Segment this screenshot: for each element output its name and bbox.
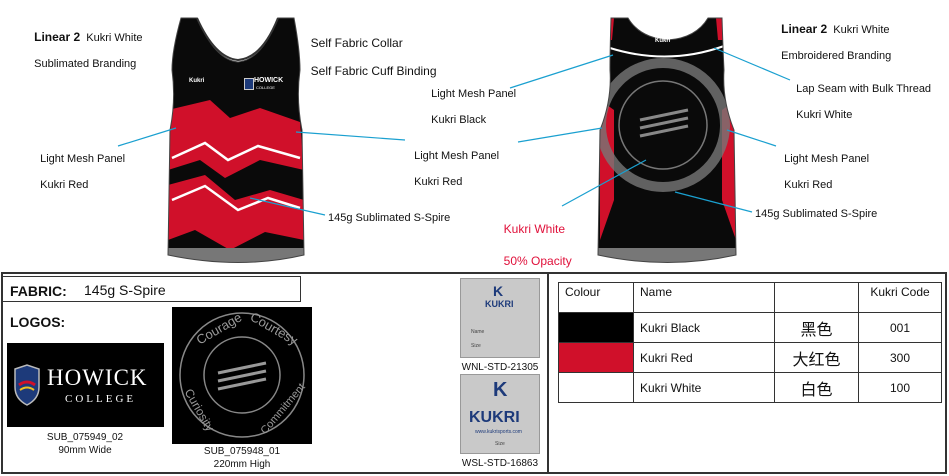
howick-logo-sub: COLLEGE <box>65 393 137 405</box>
tag2-brand: KUKRI <box>469 409 520 426</box>
back-mesh-right-line1: Light Mesh Panel <box>784 153 870 165</box>
annotation-lines <box>117 47 791 216</box>
colour-swatch <box>558 372 634 403</box>
crest-code: SUB_075948_01 <box>203 446 281 457</box>
back-mesh-black-line2: Kukri Black <box>431 114 487 126</box>
colour-code: 001 <box>858 312 942 343</box>
front-vest <box>168 18 304 263</box>
center-mesh-line2: Kukri Red <box>414 176 463 188</box>
opacity-note: Kukri White 50% Opacity <box>497 205 572 269</box>
garment-illustrations <box>117 17 791 263</box>
center-mesh-line1: Light Mesh Panel <box>414 150 500 162</box>
colour-name: Kukri Red <box>633 342 775 373</box>
front-mesh-left-line1: Light Mesh Panel <box>40 153 126 165</box>
howick-code: SUB_075949_02 <box>46 432 124 443</box>
header-name: Name <box>633 282 775 313</box>
howick-size: 90mm Wide <box>58 445 112 456</box>
collar-note: Self Fabric Collar Self Fabric Cuff Bind… <box>304 22 437 78</box>
front-branding-line2: Sublimated Branding <box>34 58 137 70</box>
colour-swatch <box>558 342 634 373</box>
colour-cn-name: 大红色 <box>774 342 859 373</box>
howick-shield-icon <box>14 364 40 406</box>
front-school-crest <box>244 78 254 90</box>
back-branding-line1: Kukri White <box>833 24 890 36</box>
front-mesh-left-note: Light Mesh Panel Kukri Red <box>34 140 125 192</box>
tag1-caption: WNL-STD-21305 <box>461 362 539 373</box>
front-kukri-logo: Kukri <box>189 78 205 84</box>
lap-seam-line2: Kukri White <box>796 109 853 121</box>
front-school-sub: COLLEGE <box>256 85 275 90</box>
back-branding-note: Linear 2 Kukri White Embroidered Brandin… <box>775 10 891 63</box>
crest-circle-icon <box>179 312 305 438</box>
colour-swatch <box>558 312 634 343</box>
colour-cn-name: 白色 <box>774 372 859 403</box>
crest-size: 220mm High <box>213 459 271 470</box>
howick-logo-name: HOWICK <box>47 365 148 390</box>
table-row: Kukri Red 大红色 300 <box>558 342 942 373</box>
back-branding-title: Linear 2 <box>781 22 828 36</box>
back-fabric-note: 145g Sublimated S-Spire <box>755 208 878 220</box>
opacity-line2: 50% Opacity <box>503 254 572 268</box>
header-blank <box>774 282 859 313</box>
colour-table-header: Colour Name Kukri Code <box>558 282 942 313</box>
front-mesh-left-line2: Kukri Red <box>40 179 89 191</box>
tag1-kukri-icon: K <box>493 283 504 299</box>
back-mesh-right-note: Light Mesh Panel Kukri Red <box>778 140 869 192</box>
front-fabric-note: 145g Sublimated S-Spire <box>328 212 451 224</box>
fabric-box <box>3 276 301 302</box>
colour-name: Kukri Black <box>633 312 775 343</box>
crest-caption: SUB_075948_01 220mm High <box>172 445 312 471</box>
collar-line1: Self Fabric Collar <box>310 36 403 50</box>
front-branding-line1: Kukri White <box>86 32 143 44</box>
front-branding-note: Linear 2 Kukri White Sublimated Branding <box>28 18 143 71</box>
header-code: Kukri Code <box>858 282 942 313</box>
colour-cn-name: 黑色 <box>774 312 859 343</box>
spec-frame <box>1 272 947 474</box>
values-crest-logo: Courage Courtesy Commitment Curiosity <box>172 307 312 444</box>
tag2-url: www.kukrisports.com <box>475 429 522 435</box>
neck-label-tag: K KUKRI Name Size <box>460 278 540 358</box>
colour-code: 100 <box>858 372 942 403</box>
front-school-name: HOWICK <box>254 77 284 84</box>
collar-line2: Self Fabric Cuff Binding <box>310 64 437 78</box>
back-kukri-logo: Kukri <box>655 38 671 44</box>
howick-college-logo: HOWICK COLLEGE <box>7 343 164 427</box>
back-mesh-black-note: Light Mesh Panel Kukri Black <box>425 75 516 127</box>
tag1-name-label: Name <box>471 329 485 335</box>
tag1-brand: KUKRI <box>485 299 514 309</box>
spec-column-divider <box>547 274 549 474</box>
howick-caption: SUB_075949_02 90mm Wide <box>17 431 153 457</box>
size-label-tag: K KUKRI www.kukrisports.com Size <box>460 374 540 454</box>
front-red-band-1 <box>168 100 304 178</box>
back-branding-line2: Embroidered Branding <box>781 50 892 62</box>
front-white-zigzag-1 <box>171 141 301 162</box>
tag2-size-label: Size <box>495 441 505 447</box>
lap-seam-note: Lap Seam with Bulk Thread Kukri White <box>790 70 931 122</box>
header-colour: Colour <box>558 282 634 313</box>
tag2-kukri-icon: K <box>493 379 508 401</box>
tag2-caption: WSL-STD-16863 <box>461 458 539 469</box>
lap-seam <box>609 45 725 58</box>
tag1-size-label: Size <box>471 343 481 349</box>
colour-code: 300 <box>858 342 942 373</box>
colour-table: Colour Name Kukri Code Kukri Black 黑色 00… <box>558 282 942 403</box>
table-row: Kukri Black 黑色 001 <box>558 312 942 343</box>
back-mesh-black-line1: Light Mesh Panel <box>431 88 517 100</box>
front-branding-title: Linear 2 <box>34 30 81 44</box>
fabric-label: FABRIC: <box>10 283 67 299</box>
center-mesh-note: Light Mesh Panel Kukri Red <box>408 137 499 189</box>
colour-name: Kukri White <box>633 372 775 403</box>
table-row: Kukri White 白色 100 <box>558 372 942 403</box>
lap-seam-line1: Lap Seam with Bulk Thread <box>796 83 932 95</box>
back-mesh-right-line2: Kukri Red <box>784 179 833 191</box>
logos-label: LOGOS: <box>10 314 66 330</box>
opacity-line1: Kukri White <box>503 222 566 236</box>
front-white-zigzag-2 <box>171 184 301 212</box>
front-red-band-2 <box>168 175 304 250</box>
fabric-value: 145g S-Spire <box>84 282 166 298</box>
